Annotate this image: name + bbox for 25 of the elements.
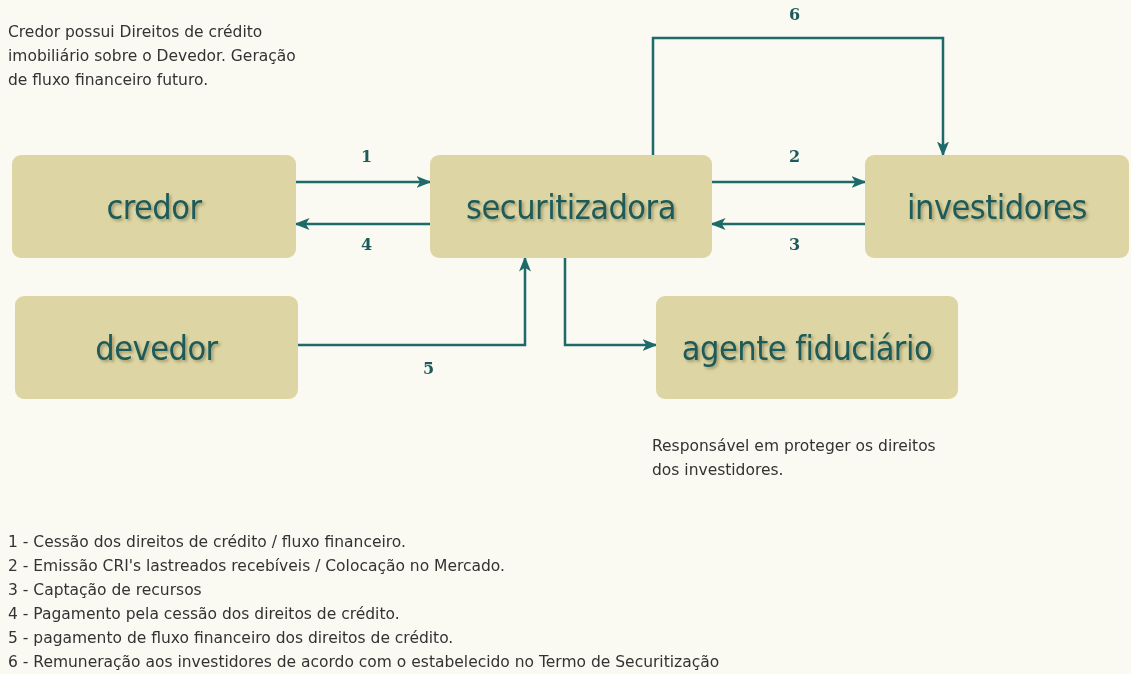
legend-note: 6 - Remuneração aos investidores de acordo com o estabelecido no Termo de Securitização [8,652,720,672]
process-box [865,155,1129,258]
legend-note: 1 - Cessão dos direitos de crédito / fluxo financeiro. [8,532,406,552]
node-label: devedor [95,327,218,368]
node-label: credor [106,186,202,227]
arrow [710,218,865,230]
annotation-text: Responsável em proteger os direitos dos investidores. [652,436,937,481]
process-box [12,155,296,258]
legend-note: 4 - Pagamento pela cessão dos direitos de crédito. [8,604,400,624]
node-label: investidores [907,186,1087,227]
arrow [298,256,531,347]
process-box [15,296,298,399]
legend-note: 3 - Captação de recursos [8,580,202,600]
arrow [563,258,658,351]
legend-note: 2 - Emissão CRI's lastreados recebíveis / Colocação no Mercado. [8,556,505,576]
node-label: securitizadora [466,186,676,227]
process-box [656,296,958,399]
annotation-text: Credor possui Direitos de crédito imobiliário sobre o Devedor. Geração de fluxo financeiro futuro. [8,22,297,91]
process-box [430,155,712,258]
arrow [296,176,432,188]
legend-note: 5 - pagamento de fluxo financeiro dos direitos de crédito. [8,628,454,648]
arrow [294,218,430,230]
node-label: agente fiduciário [681,327,933,368]
arrow [712,176,867,188]
arrow [651,36,949,157]
